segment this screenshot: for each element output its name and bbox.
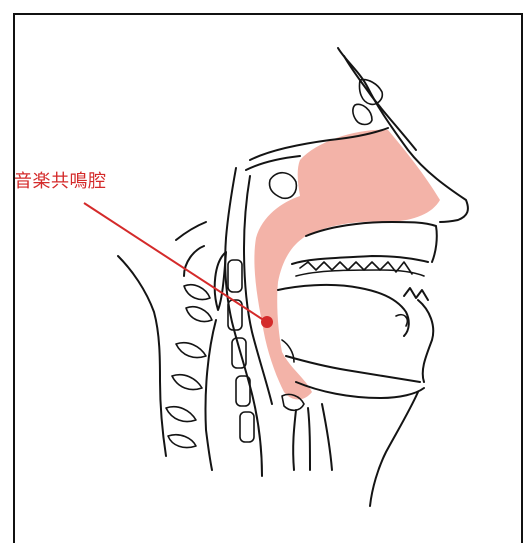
head-cross-section-diagram [0,0,525,531]
resonance-cavity-label: 音楽共鳴腔 [14,171,107,193]
annotation-dot [261,316,273,328]
oral-cavity-outline [278,222,437,398]
cervical-vertebrae [166,246,254,470]
resonance-cavity-highlight [254,130,440,400]
